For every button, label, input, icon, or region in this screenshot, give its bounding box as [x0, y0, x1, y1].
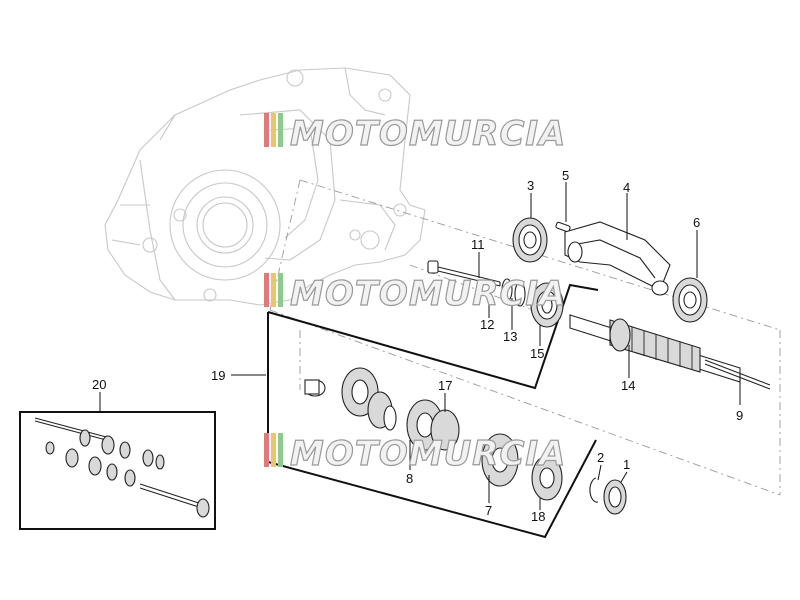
callout-2: 2	[597, 450, 604, 465]
callout-3: 3	[527, 178, 534, 193]
bolt-part-11	[427, 260, 501, 287]
bearing-part-6	[672, 277, 708, 323]
callout-7: 7	[485, 503, 492, 518]
watermark-stripe	[278, 113, 283, 147]
watermark-stripe	[264, 113, 269, 147]
circlip-part-2	[589, 477, 599, 503]
leader-lines	[99, 182, 741, 510]
watermark-text: MOTOMURCIA	[290, 274, 566, 314]
group-bracket-19	[267, 283, 599, 539]
watermark-stripe	[271, 433, 276, 467]
gear-part-7	[481, 433, 519, 487]
callout-4: 4	[623, 180, 630, 195]
bearing-part-3	[512, 217, 548, 263]
callout-17: 17	[438, 378, 452, 393]
rod-part-9	[704, 359, 771, 390]
watermark-bottom: MOTOMURCIA	[264, 433, 566, 475]
crankcase-half	[104, 67, 426, 306]
watermark-stripe	[271, 273, 276, 307]
callout-12: 12	[480, 317, 494, 332]
circlip-part-13	[514, 281, 526, 307]
inset-assembly-box-20	[19, 411, 216, 530]
callout-13: 13	[503, 329, 517, 344]
watermark-middle: MOTOMURCIA	[264, 273, 566, 315]
watermark-stripe	[264, 273, 269, 307]
pin-part-5	[555, 221, 571, 233]
watermark-stripe	[271, 113, 276, 147]
callout-5: 5	[562, 168, 569, 183]
selector-arm-part-4	[564, 221, 671, 296]
watermark-stripe	[278, 273, 283, 307]
needle-bearing-part-1	[603, 479, 627, 515]
callout-14: 14	[621, 378, 635, 393]
bearing-part-15	[530, 282, 564, 328]
callout-11: 11	[471, 237, 485, 252]
watermark-stripe	[264, 433, 269, 467]
callout-1: 1	[623, 457, 630, 472]
callout-18: 18	[531, 509, 545, 524]
callout-8: 8	[406, 471, 413, 486]
callout-20: 20	[92, 377, 106, 392]
shaft-part-14	[569, 314, 741, 383]
washer-part-12	[501, 278, 513, 302]
callout-19: 19	[211, 368, 225, 383]
watermark-top: MOTOMURCIA	[264, 113, 566, 155]
callout-9: 9	[736, 408, 743, 423]
watermark-text: MOTOMURCIA	[290, 114, 566, 154]
gear-part-17	[406, 399, 460, 451]
callout-6: 6	[693, 215, 700, 230]
gear-part-18	[531, 455, 563, 501]
callout-15: 15	[530, 346, 544, 361]
callout-labels: 1 2 3 4 5 6 7 8 9 11 12 13 14 15 17 18 1…	[92, 168, 743, 524]
watermark-stripe	[278, 433, 283, 467]
watermark-text: MOTOMURCIA	[290, 434, 566, 474]
gear-cluster-part-8	[304, 367, 397, 431]
